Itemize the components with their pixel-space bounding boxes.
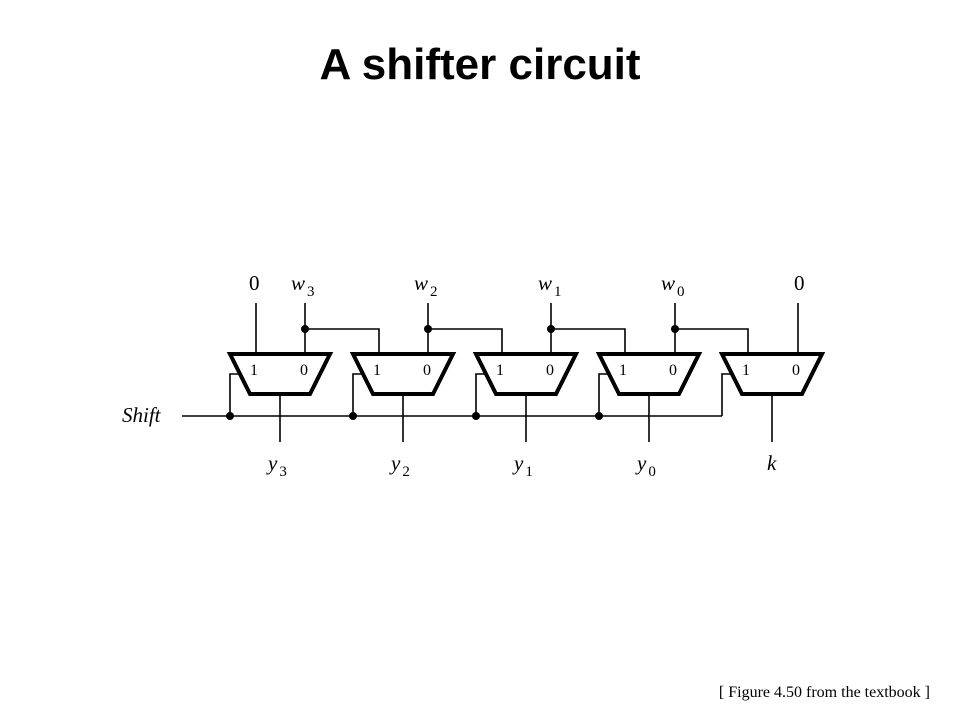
input-label-zero-left: 0 bbox=[249, 271, 260, 295]
mux-k: 1 0 bbox=[718, 352, 826, 396]
mux-0: 1 0 bbox=[595, 352, 703, 396]
output-label-k: k bbox=[767, 451, 777, 475]
shift-label: Shift bbox=[122, 403, 162, 427]
junction-dot bbox=[424, 325, 432, 333]
input-label-zero-right: 0 bbox=[794, 271, 805, 295]
mux-2-pin-1: 1 bbox=[373, 362, 381, 379]
mux-2: 1 0 bbox=[349, 352, 457, 396]
slide-title: A shifter circuit bbox=[319, 40, 641, 89]
mux-3-pin-0: 0 bbox=[300, 362, 308, 379]
mux-3-pin-1: 1 bbox=[250, 362, 258, 379]
mux-3: 1 0 bbox=[226, 352, 334, 396]
mux-1-pin-0: 0 bbox=[546, 362, 554, 379]
mux-2-pin-0: 0 bbox=[423, 362, 431, 379]
input-wires bbox=[255, 303, 799, 354]
junction-dot bbox=[595, 412, 603, 420]
junction-dot bbox=[472, 412, 480, 420]
select-wires bbox=[226, 373, 732, 420]
mux-k-pin-0: 0 bbox=[792, 362, 800, 379]
output-wires bbox=[279, 394, 773, 442]
junction-dot bbox=[226, 412, 234, 420]
mux-0-pin-1: 1 bbox=[619, 362, 627, 379]
junction-dot bbox=[547, 325, 555, 333]
mux-1-pin-1: 1 bbox=[496, 362, 504, 379]
junction-dot bbox=[349, 412, 357, 420]
mux-1: 1 0 bbox=[472, 352, 580, 396]
junction-dot bbox=[671, 325, 679, 333]
junction-dot bbox=[301, 325, 309, 333]
figure-caption: [ Figure 4.50 from the textbook ] bbox=[718, 684, 930, 701]
mux-0-pin-0: 0 bbox=[669, 362, 677, 379]
mux-k-pin-1: 1 bbox=[742, 362, 750, 379]
